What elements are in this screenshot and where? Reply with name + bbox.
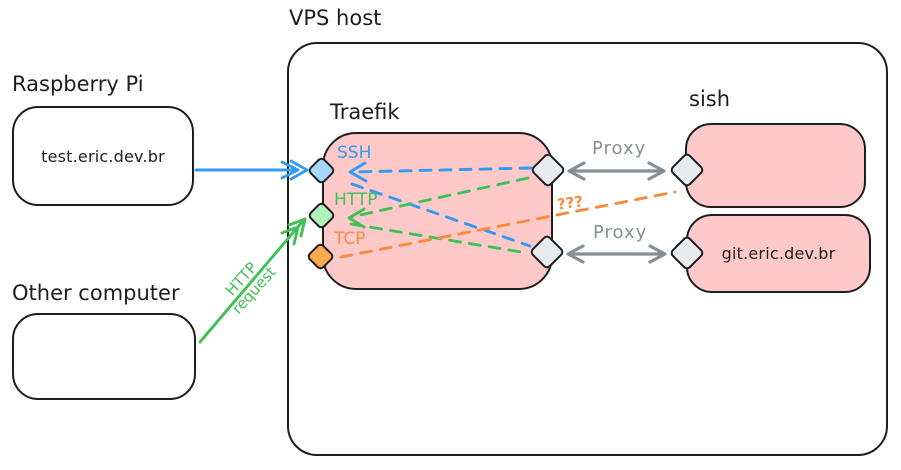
http-port-label: HTTP (334, 190, 378, 210)
ssh-port-label: SSH (337, 143, 372, 163)
raspberry-pi-title: Raspberry Pi (12, 72, 144, 96)
http-request-label: HTTP request (199, 233, 298, 337)
sish-title: sish (689, 87, 731, 111)
raspberry-pi-domain: test.eric.dev.br (41, 146, 165, 166)
sish-git-domain: git.eric.dev.br (721, 244, 836, 263)
sish-top-box (685, 123, 866, 208)
raspberry-pi-box: test.eric.dev.br (12, 106, 194, 206)
unknown-protocol-label: ??? (555, 192, 585, 214)
traefik-title: Traefik (330, 100, 400, 124)
other-computer-box (12, 313, 196, 400)
proxy-top-label: Proxy (592, 138, 647, 159)
other-computer-title: Other computer (12, 281, 180, 305)
sish-bottom-box: git.eric.dev.br (686, 214, 871, 293)
vps-host-title: VPS host (289, 6, 382, 30)
tcp-port-label: TCP (334, 229, 366, 249)
proxy-bottom-label: Proxy (593, 222, 648, 243)
